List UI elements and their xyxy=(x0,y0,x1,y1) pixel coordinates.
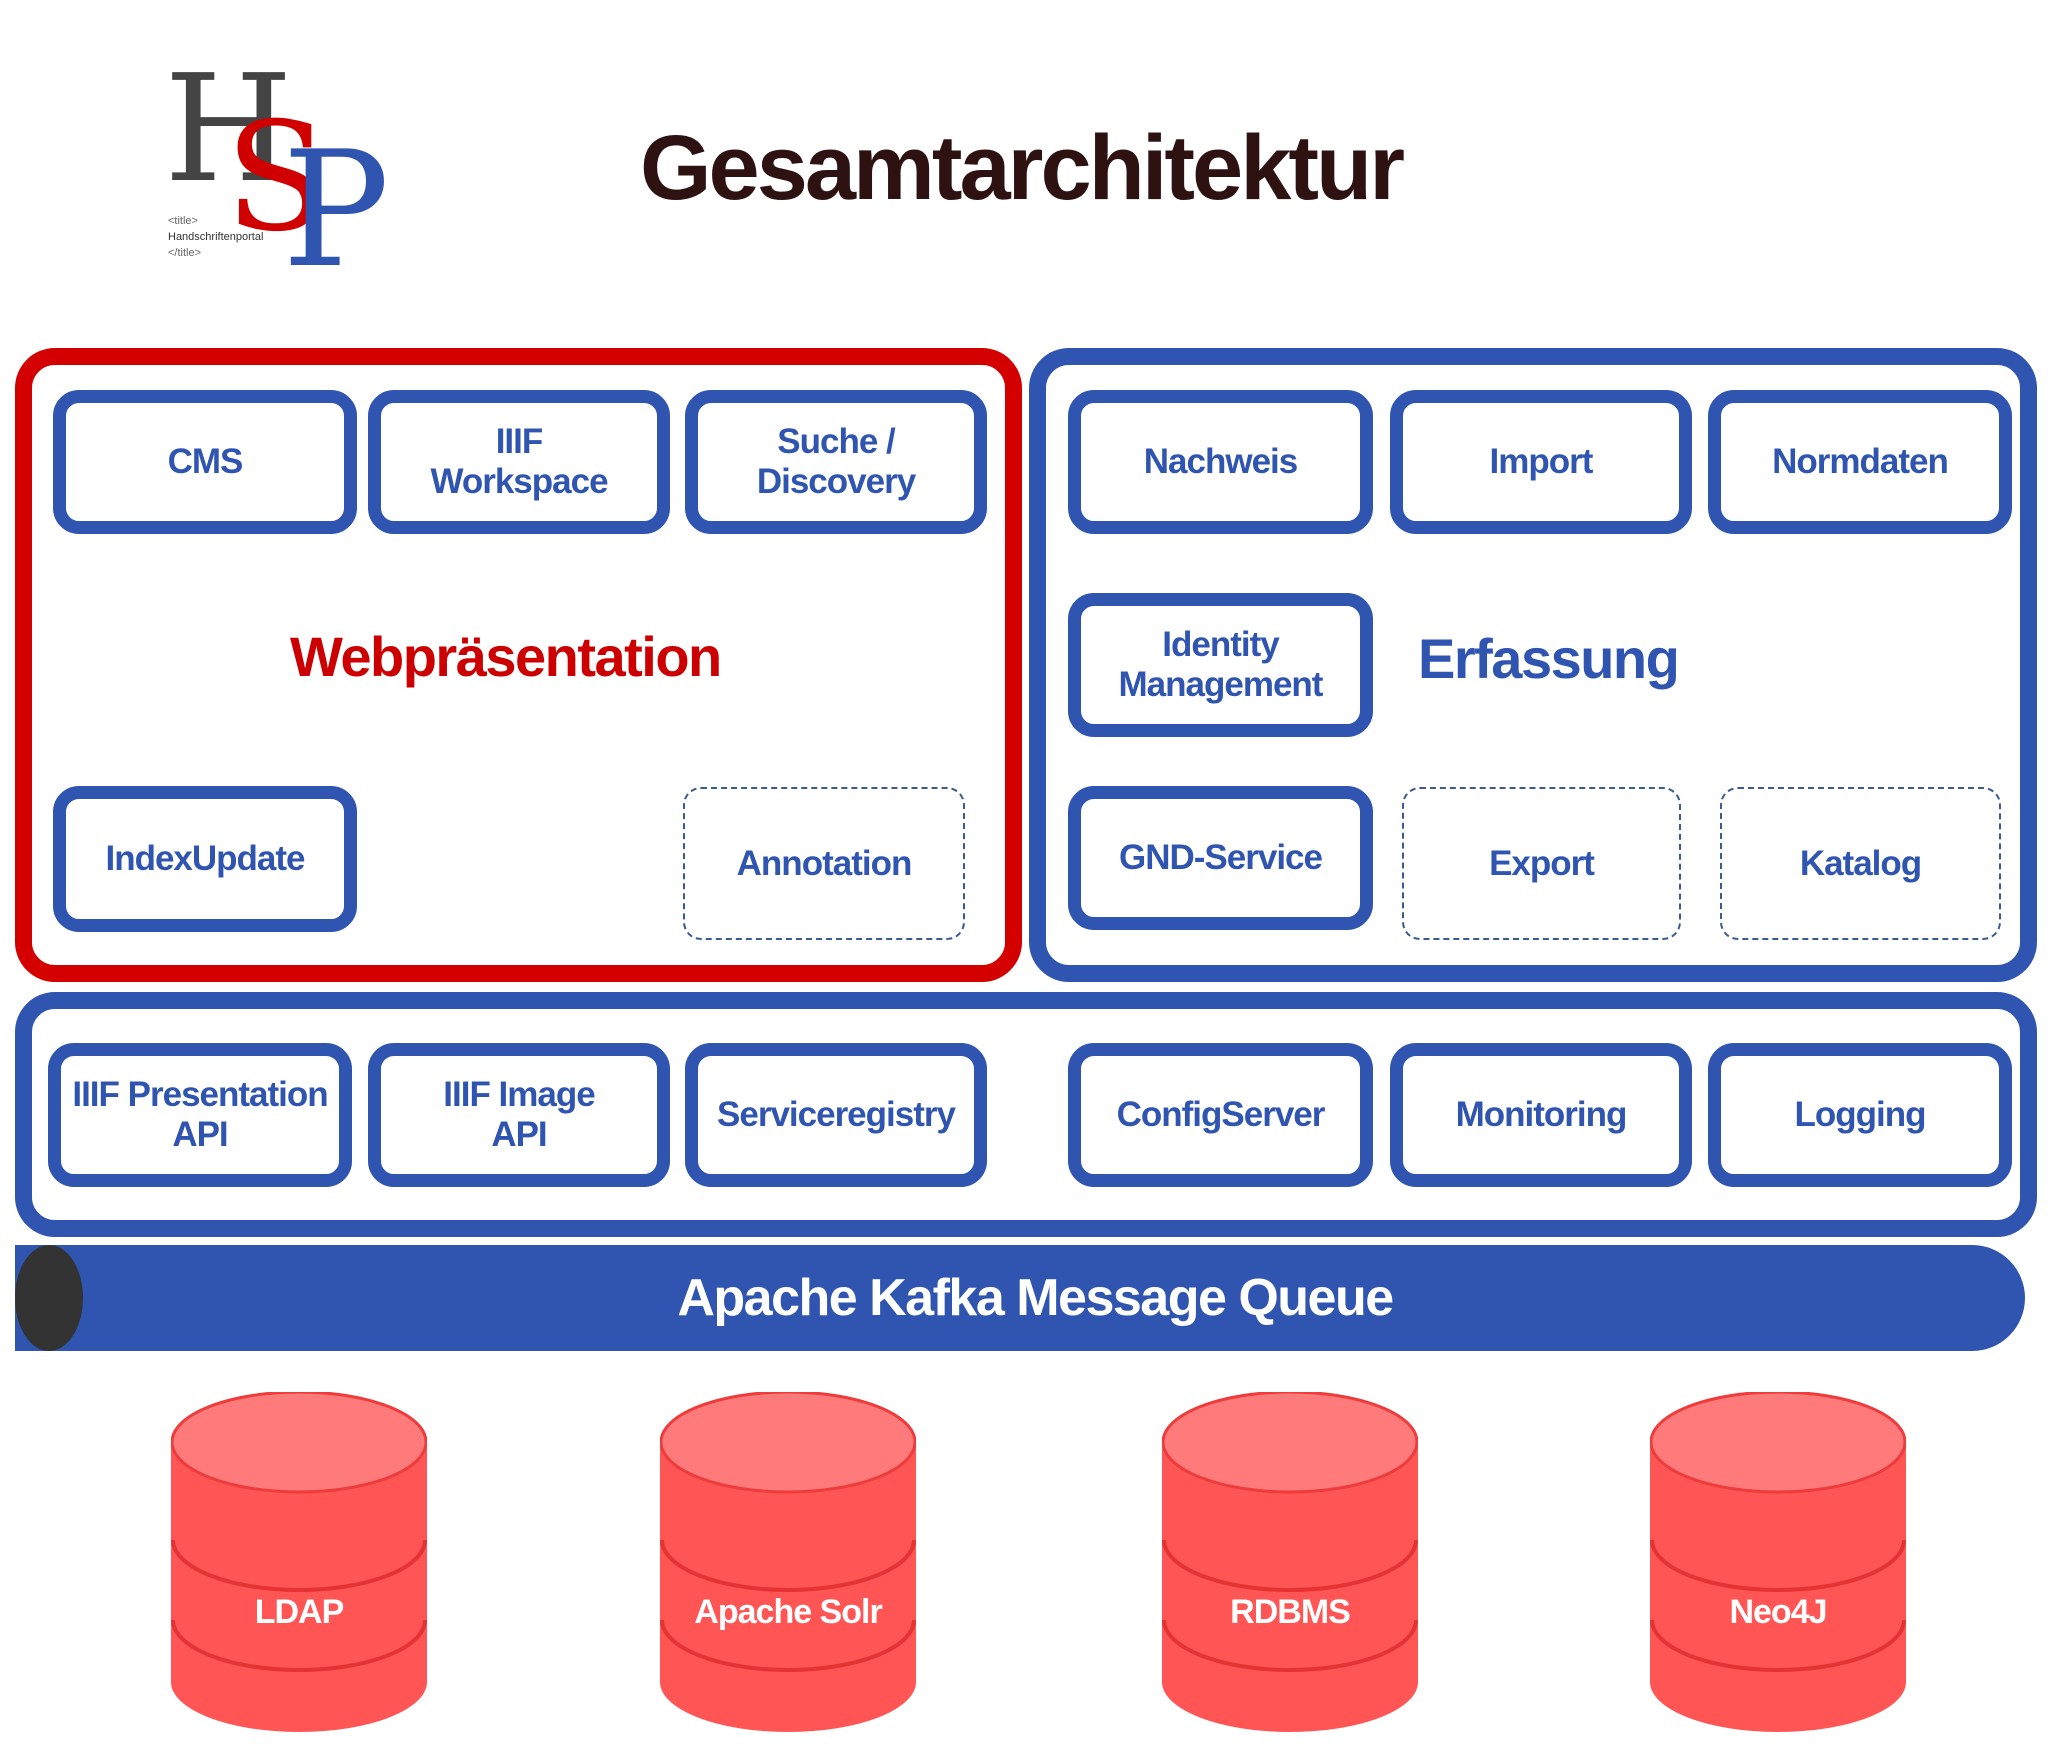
database-neo4j: Neo4J xyxy=(1650,1392,1906,1732)
component-logging: Logging xyxy=(1708,1043,2012,1187)
logo-letter-h: H xyxy=(164,43,294,215)
infrastructure-panel xyxy=(15,992,2037,1237)
cylinder-band xyxy=(660,1539,916,1592)
cylinder-band xyxy=(1650,1619,1906,1672)
cylinder-body xyxy=(1650,1442,1906,1732)
component-configserver: ConfigServer xyxy=(1068,1043,1373,1187)
pipe-icon xyxy=(15,1245,83,1351)
cylinder-body xyxy=(1162,1442,1418,1732)
database-icon xyxy=(1162,1392,1418,1732)
database-rdbms: RDBMS xyxy=(1162,1392,1418,1732)
webpraesentation-label: Webpräsentation xyxy=(290,625,722,688)
kafka-label: Apache Kafka Message Queue xyxy=(677,1269,1394,1327)
logo-tag-open: <title> xyxy=(168,215,198,227)
database-label: RDBMS xyxy=(1230,1593,1351,1631)
component-iiif-presentation-api: IIIF Presentation API xyxy=(48,1043,352,1187)
cylinder-top xyxy=(1162,1392,1418,1494)
component-export: Export xyxy=(1402,787,1681,940)
cylinder-band xyxy=(1162,1619,1418,1672)
database-label: Apache Solr xyxy=(694,1593,882,1631)
component-identity-management: Identity Management xyxy=(1068,593,1373,737)
cylinder-band xyxy=(660,1619,916,1672)
component-normdaten: Normdaten xyxy=(1708,390,2012,534)
kafka-pipe xyxy=(15,1245,2025,1351)
component-gnd-service: GND-Service xyxy=(1068,786,1373,930)
component-annotation: Annotation xyxy=(683,787,965,940)
cylinder-body xyxy=(660,1442,916,1732)
component-indexupdate: IndexUpdate xyxy=(53,786,357,932)
database-ldap: LDAP xyxy=(171,1392,427,1732)
erfassung-label: Erfassung xyxy=(1418,627,1680,690)
database-icon xyxy=(660,1392,916,1732)
cylinder-band xyxy=(1650,1539,1906,1592)
cylinder-top xyxy=(171,1392,427,1494)
component-katalog: Katalog xyxy=(1720,787,2001,940)
cylinder-top xyxy=(660,1392,916,1494)
cylinder-band xyxy=(1162,1539,1418,1592)
component-import: Import xyxy=(1390,390,1692,534)
hsp-logo: H S P <title> Handschriftenportal </titl… xyxy=(160,43,390,290)
cylinder-band xyxy=(171,1619,427,1672)
page-title: Gesamtarchitektur xyxy=(640,117,1405,219)
logo-tag-close: </title> xyxy=(168,247,202,259)
component-iiif-image-api: IIIF Image API xyxy=(368,1043,670,1187)
component-serviceregistry: Serviceregistry xyxy=(685,1043,987,1187)
component-iiif-workspace: IIIF Workspace xyxy=(368,390,670,534)
component-cms: CMS xyxy=(53,390,357,534)
component-suche-discovery: Suche / Discovery xyxy=(685,390,987,534)
component-monitoring: Monitoring xyxy=(1390,1043,1692,1187)
logo-tag-text: Handschriftenportal xyxy=(168,231,264,243)
cylinder-band xyxy=(171,1539,427,1592)
database-icon xyxy=(171,1392,427,1732)
logo-letter-p: P xyxy=(282,116,390,303)
cylinder-body xyxy=(171,1442,427,1732)
database-icon xyxy=(1650,1392,1906,1732)
database-label: Neo4J xyxy=(1729,1593,1827,1631)
database-apache-solr: Apache Solr xyxy=(660,1392,916,1732)
component-nachweis: Nachweis xyxy=(1068,390,1373,534)
cylinder-top xyxy=(1650,1392,1906,1494)
logo-letter-s: S xyxy=(225,91,328,265)
database-label: LDAP xyxy=(254,1593,345,1631)
